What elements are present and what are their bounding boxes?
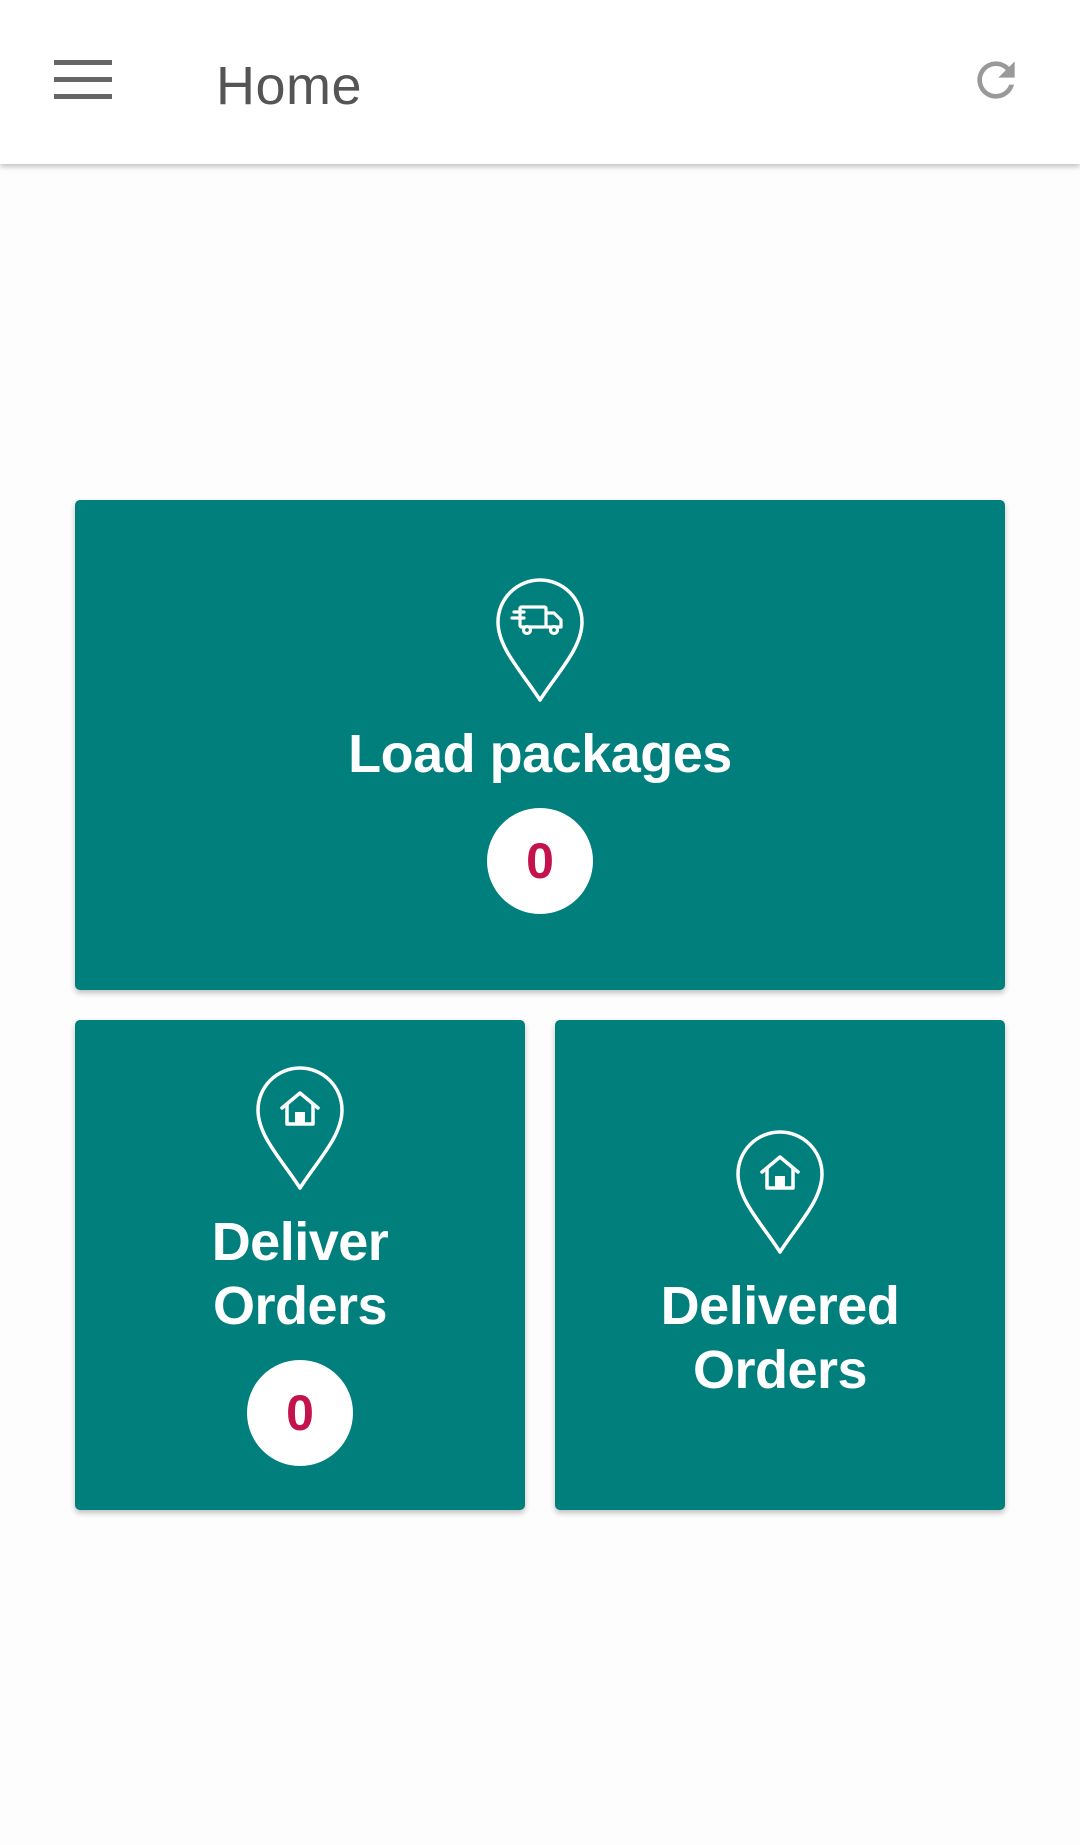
hamburger-menu-icon [54, 60, 112, 99]
tile-deliver-orders[interactable]: Deliver Orders 0 [75, 1020, 525, 1510]
tile-label-text: Deliver Orders [211, 1212, 389, 1336]
tile-label: Load packages [348, 724, 732, 784]
home-location-pin-icon [256, 1066, 344, 1190]
tile-label: Deliver Orders [190, 1210, 410, 1338]
tile-label-text: Delivered Orders [660, 1276, 900, 1400]
count-badge: 0 [247, 1360, 353, 1466]
tile-delivered-orders[interactable]: Delivered Orders [555, 1020, 1005, 1510]
count-badge: 0 [487, 808, 593, 914]
refresh-button[interactable] [958, 42, 1034, 118]
app-toolbar: Home [0, 0, 1080, 164]
tile-load-packages[interactable]: Load packages 0 [75, 500, 1005, 990]
truck-location-pin-icon [496, 578, 584, 702]
tile-label: Delivered Orders [645, 1274, 915, 1402]
home-location-pin-icon [736, 1130, 824, 1254]
menu-button[interactable] [38, 42, 128, 118]
refresh-icon [977, 61, 1015, 99]
page-title: Home [216, 56, 363, 116]
